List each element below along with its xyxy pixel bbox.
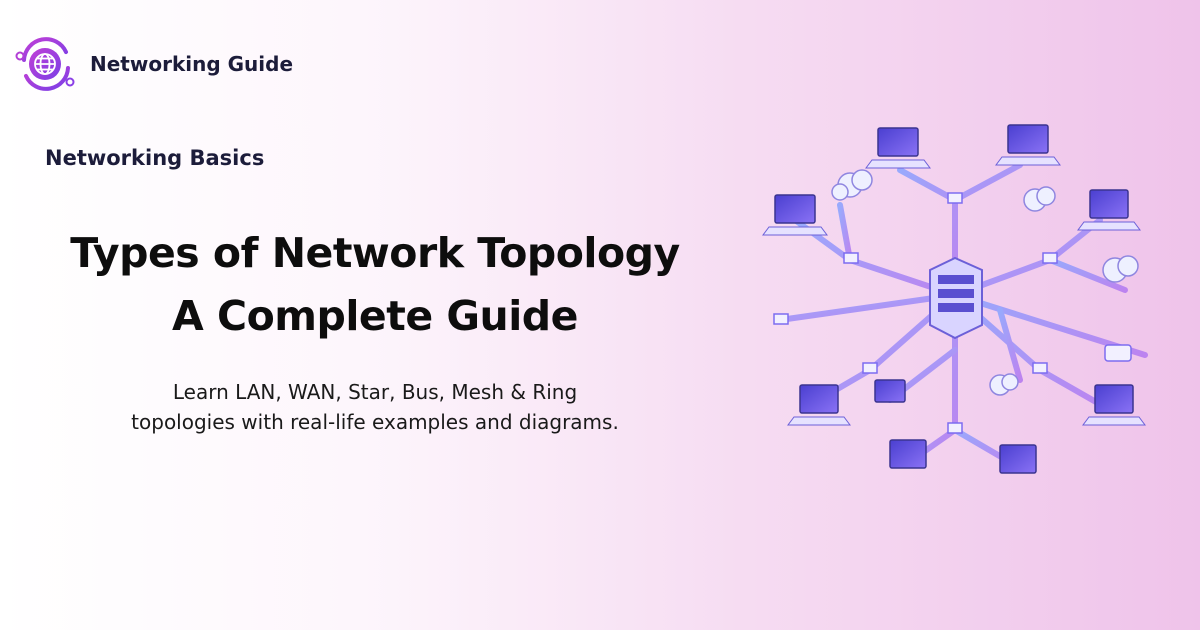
laptop-bases [762, 156, 1146, 426]
cloud-nodes [831, 169, 1139, 396]
brand-name: Networking Guide [90, 52, 294, 76]
network-topology-illustration [762, 124, 1148, 474]
category-label: Networking Basics [45, 146, 265, 170]
globe-icon [15, 37, 75, 91]
subtitle: Learn LAN, WAN, Star, Bus, Mesh & Ring t… [131, 380, 619, 434]
central-server [929, 256, 983, 340]
title-line-2: A Complete Guide [172, 292, 578, 340]
title-line-1: Types of Network Topology [70, 229, 680, 277]
laptop-devices [774, 124, 1134, 474]
switch-nodes [773, 192, 1132, 434]
page-title: Types of Network Topology A Complete Gui… [20, 222, 730, 348]
brand[interactable]: Networking Guide [10, 30, 293, 98]
